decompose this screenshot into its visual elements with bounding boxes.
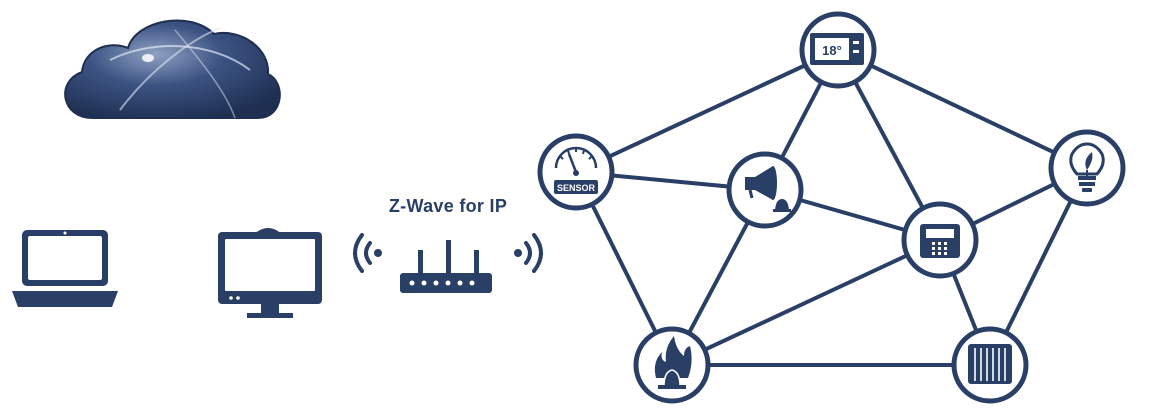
keypad-panel-icon [920, 224, 960, 258]
link-keypad-fire [671, 238, 941, 367]
siren-node [726, 151, 804, 229]
light-bulb-node [1048, 129, 1126, 207]
wireless-signal-icon [353, 233, 543, 273]
laptop-icon [12, 230, 118, 307]
desktop-monitor-icon [218, 228, 322, 318]
link-thermostat-sensor [575, 48, 839, 174]
keypad-node [901, 201, 979, 279]
thermostat-node: 18° [799, 11, 877, 89]
sensor-node: SENSOR [537, 133, 615, 211]
cloud-icon [64, 19, 281, 119]
thermostat-icon: 18° [810, 33, 864, 65]
radiator-node [951, 326, 1029, 404]
sensor-gauge-icon: SENSOR [554, 146, 598, 194]
router-icon [400, 240, 492, 293]
fire-alarm-node [633, 326, 711, 404]
light-bulb-icon [1069, 142, 1105, 192]
sensor-label: SENSOR [557, 183, 596, 193]
thermostat-temperature: 18° [822, 43, 842, 58]
fire-alarm-icon [654, 336, 692, 389]
link-thermostat-bulb [837, 48, 1088, 170]
radiator-icon [968, 344, 1012, 384]
network-links [574, 48, 1089, 367]
siren-speaker-icon [745, 166, 791, 212]
z-wave-for-ip-label: Z-Wave for IP [388, 196, 508, 216]
